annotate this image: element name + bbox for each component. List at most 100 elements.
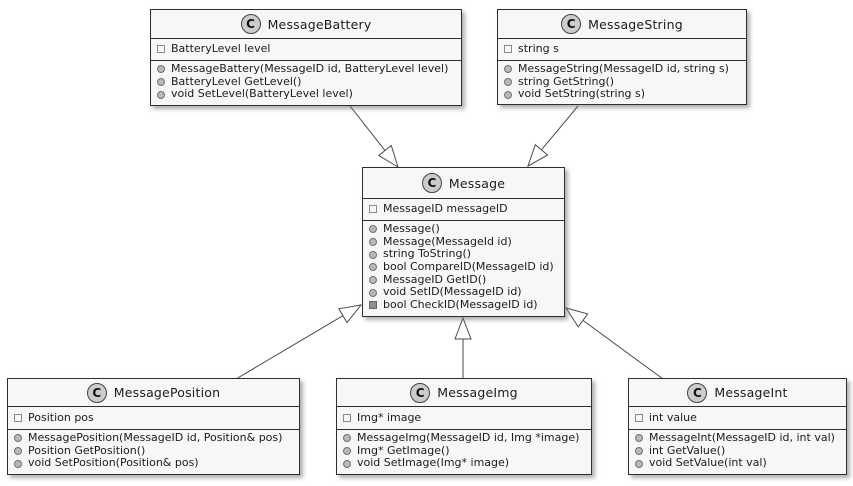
field-visibility-icon [635,413,643,422]
class-name: MessageString [588,16,683,32]
method-row: int GetValue() [635,443,840,458]
inheritance-triangle-messageint [564,307,589,328]
method-text: BatteryLevel GetLevel() [171,74,302,88]
method-visibility-icon [157,65,165,74]
method-row: MessageString(MessageID id, string s) [504,62,740,76]
class-name: MessagePosition [113,385,221,400]
field-visibility-icon [504,45,512,54]
method-row: MessageImg(MessageID id, Img *image) [343,431,585,445]
class-fields-compartment: Position pos [8,407,299,430]
method-row: string GetString() [504,74,740,89]
method-row: void SetLevel(BatteryLevel level) [157,88,455,101]
class-stereotype-icon: C [410,382,431,403]
method-visibility-icon [369,275,377,284]
method-text: void SetPosition(Position& pos) [28,456,199,470]
field-row: BatteryLevel level [157,43,455,56]
class-header: C MessagePosition [8,379,299,407]
field-row: Img* image [343,410,585,425]
method-row: Img* GetImage() [343,444,585,458]
inheritance-triangle-messagebattery [377,144,399,169]
field-visibility-icon [343,413,351,422]
class-methods-compartment: Message()Message(MessageId id)string ToS… [363,221,564,313]
class-methods-compartment: MessageInt(MessageID id, int val)int Get… [629,430,846,471]
method-visibility-icon [369,288,377,297]
method-visibility-icon [635,434,643,443]
method-row: string ToString() [369,248,558,261]
class-name: MessageInt [714,385,788,400]
class-methods-compartment: MessagePosition(MessageID id, Position& … [8,430,299,471]
class-fields-compartment: string s [498,39,746,61]
method-row: MessagePosition(MessageID id, Position& … [14,431,293,445]
field-text: Img* image [357,410,422,424]
class-name: MessageBattery [267,16,372,32]
class-fields-compartment: BatteryLevel level [151,39,461,61]
class-methods-compartment: MessageBattery(MessageID id, BatteryLeve… [151,61,461,102]
method-visibility-icon [369,250,377,259]
method-text: string GetString() [518,74,615,88]
method-text: void SetID(MessageID id) [383,285,522,299]
method-text: string ToString() [383,247,472,261]
method-visibility-icon [369,225,377,234]
method-row: bool CheckID(MessageID id) [369,298,558,312]
method-row: void SetPosition(Position& pos) [14,457,293,470]
field-text: Position pos [28,410,94,424]
class-stereotype-icon: C [687,382,708,403]
field-text: string s [518,42,559,56]
method-visibility-icon [635,459,643,468]
class-header: C MessageInt [629,379,846,407]
method-visibility-icon [343,446,351,455]
class-stereotype-icon: C [421,173,442,193]
class-fields-compartment: MessageID messageID [363,199,564,221]
class-fields-compartment: Img* image [337,407,591,430]
method-visibility-icon [14,459,22,468]
class-name: MessageImg [437,385,518,400]
field-row: MessageID messageID [369,203,558,216]
method-row: Position GetPosition() [14,443,293,458]
method-text: bool CompareID(MessageID id) [383,259,554,273]
field-visibility-icon [157,45,165,54]
method-visibility-icon [504,77,512,86]
method-text: Message(MessageId id) [383,234,512,248]
method-row: MessageInt(MessageID id, int val) [635,431,840,445]
method-row: void SetString(string s) [504,88,740,101]
inheritance-line-messagestring [541,105,579,151]
method-row: void SetValue(int val) [635,457,840,470]
method-visibility-icon [157,90,165,99]
method-visibility-icon [369,263,377,272]
method-visibility-icon [343,459,351,468]
method-visibility-icon [369,237,377,246]
class-name: Message [448,175,506,191]
method-row: void SetID(MessageID id) [369,286,558,299]
method-text: void SetLevel(BatteryLevel level) [171,87,353,101]
method-text: Position GetPosition() [28,443,146,457]
method-text: MessagePosition(MessageID id, Position& … [28,431,283,444]
field-text: BatteryLevel level [171,42,271,56]
field-row: int value [635,411,840,425]
method-visibility-icon [635,446,643,455]
method-text: void SetValue(int val) [649,456,767,470]
method-text: void SetImage(Img* image) [357,456,510,470]
method-text: int GetValue() [649,443,726,457]
class-header: C Message [363,168,564,199]
method-row: Message(MessageId id) [369,234,558,249]
inheritance-triangle-messageimg [454,316,472,340]
method-text: MessageImg(MessageID id, Img *image) [357,431,580,444]
class-stereotype-icon: C [86,382,107,403]
class-methods-compartment: MessageImg(MessageID id, Img *image)Img*… [337,430,591,471]
field-text: MessageID messageID [383,202,508,216]
method-row: void SetImage(Img* image) [343,457,585,470]
class-header: C MessageImg [337,379,591,407]
method-row: Message() [369,222,558,236]
inheritance-line-messageint [582,320,664,380]
field-visibility-icon [369,205,377,214]
method-visibility-icon [369,301,377,310]
class-methods-compartment: MessageString(MessageID id, string s)str… [498,61,746,101]
method-text: MessageBattery(MessageID id, BatteryLeve… [171,62,449,75]
